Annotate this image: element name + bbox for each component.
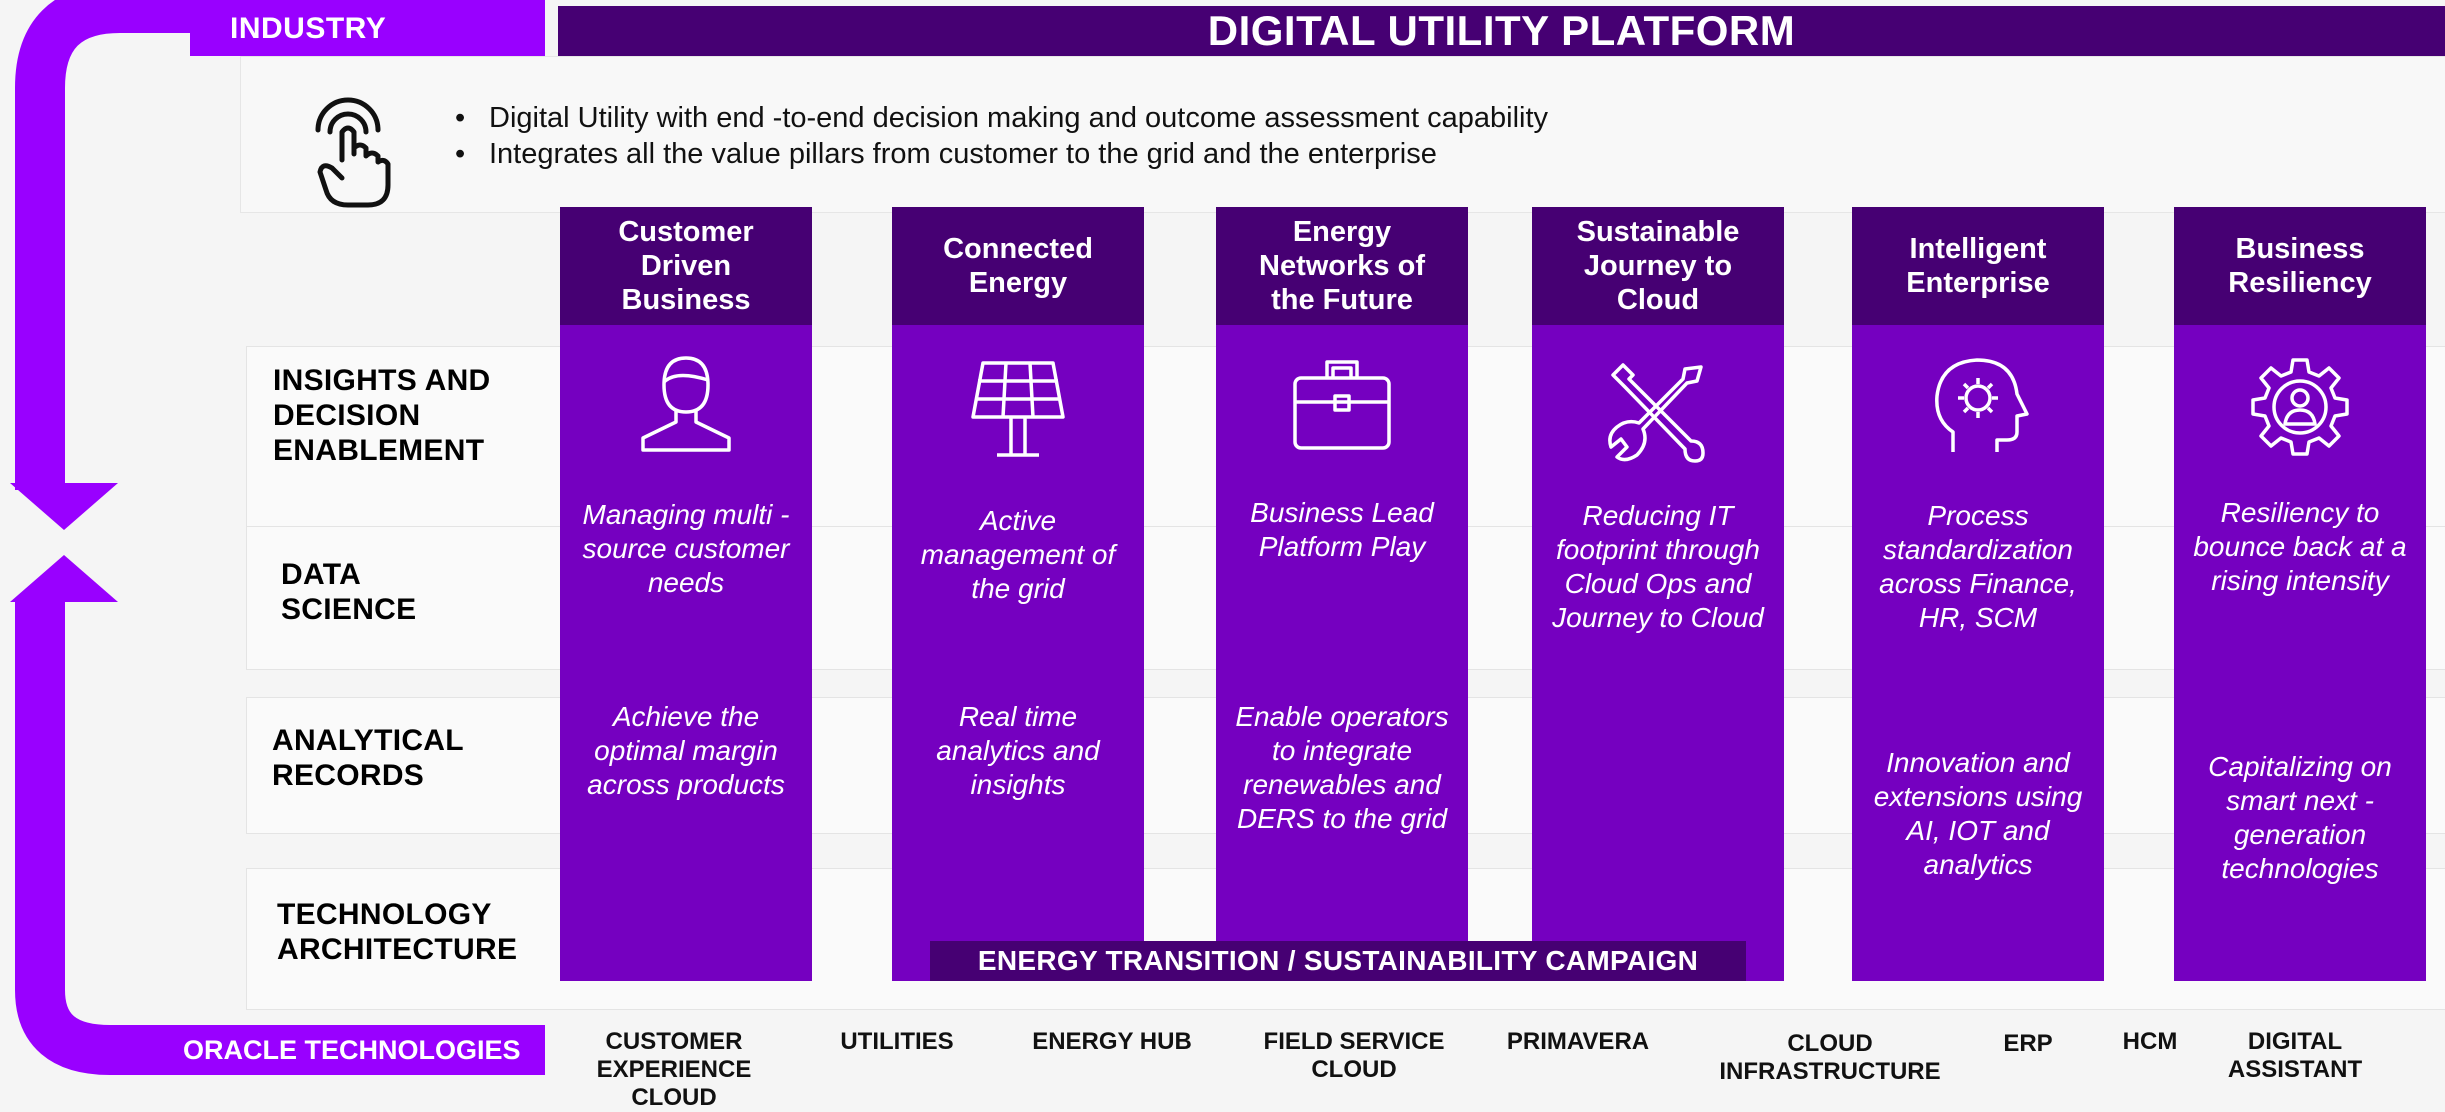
tech-primavera: PRIMAVERA xyxy=(1506,1028,1650,1055)
intro-panel xyxy=(240,56,2445,213)
tech-hcm: HCM xyxy=(2122,1028,2178,1055)
oracle-label: ORACLE TECHNOLOGIES xyxy=(183,1035,521,1065)
cycle-arrow-frame xyxy=(10,0,545,1075)
pillar-energy-networks-of-the-future xyxy=(1216,207,1468,981)
pillar-intelligent-enterprise xyxy=(1852,207,2104,981)
platform-title: DIGITAL UTILITY PLATFORM xyxy=(1207,7,1796,54)
tech-energy-hub: ENERGY HUB xyxy=(1032,1028,1192,1055)
tech-erp: ERP xyxy=(2003,1030,2053,1057)
bullet-item: •Digital Utility with end -to-end decisi… xyxy=(455,102,1549,134)
industry-label: INDUSTRY xyxy=(230,12,387,45)
solar-panel-icon xyxy=(971,361,1065,457)
pillar-sustainable-journey-to-cloud xyxy=(1532,207,1784,981)
tech-utilities: UTILITIES xyxy=(840,1028,954,1055)
bullet-item: •Integrates all the value pillars from c… xyxy=(455,138,1437,170)
pillar-connected-energy xyxy=(892,207,1144,981)
campaign-label: ENERGY TRANSITION / SUSTAINABILITY CAMPA… xyxy=(977,945,1699,976)
touch-hand-icon xyxy=(315,97,391,208)
person-icon xyxy=(641,356,731,452)
gear-person-icon xyxy=(2251,358,2349,456)
pillar-business-resiliency xyxy=(2174,207,2426,981)
platform-title-bar: DIGITAL UTILITY PLATFORM xyxy=(558,6,2445,56)
briefcase-icon xyxy=(1293,360,1391,450)
intro-bullets: •Digital Utility with end -to-end decisi… xyxy=(455,100,1548,172)
campaign-bar: ENERGY TRANSITION / SUSTAINABILITY CAMPA… xyxy=(930,941,1746,981)
industry-bar xyxy=(190,6,545,56)
head-gear-icon xyxy=(1935,358,2029,452)
oracle-bar xyxy=(170,1025,545,1075)
tools-icon xyxy=(1608,363,1705,463)
pillar-customer-driven-business xyxy=(560,207,812,981)
